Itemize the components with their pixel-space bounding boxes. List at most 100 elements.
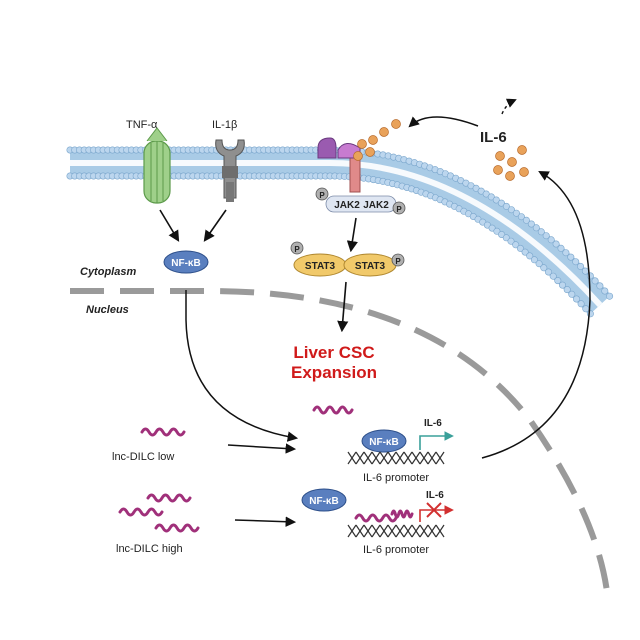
lipid-head bbox=[568, 290, 576, 298]
lipid-head bbox=[549, 272, 557, 280]
lipid-head bbox=[498, 231, 506, 239]
lnc-high-label: lnc-DILC high bbox=[116, 543, 183, 555]
dna-strand bbox=[435, 524, 445, 538]
dna-strand bbox=[363, 524, 373, 538]
transcription-arrow-active bbox=[419, 431, 454, 450]
membrane-heads-inner bbox=[66, 172, 594, 318]
lnc-low-label: lnc-DILC low bbox=[112, 451, 174, 463]
lipid-head bbox=[586, 272, 594, 280]
il6-gene-label-active: IL-6 bbox=[424, 418, 442, 429]
dna-strand bbox=[355, 524, 365, 538]
lipid-head bbox=[502, 234, 510, 242]
jak2-label-2: JAK2 bbox=[363, 200, 389, 211]
lipid-head bbox=[526, 252, 534, 260]
stat-to-outcome-arrow bbox=[337, 281, 349, 333]
lipid-head bbox=[537, 228, 545, 236]
promoter-label-active: IL-6 promoter bbox=[363, 472, 429, 484]
il6-particle bbox=[505, 171, 515, 181]
lipid-head bbox=[522, 216, 530, 224]
il1-receptor bbox=[215, 139, 245, 202]
jak-phospho-left bbox=[315, 187, 329, 201]
dna-strand bbox=[347, 524, 357, 538]
stat3-label-2: STAT3 bbox=[355, 261, 386, 272]
promoter-label-repressed: IL-6 promoter bbox=[363, 544, 429, 556]
lipid-head bbox=[577, 300, 585, 308]
lipid-head bbox=[547, 236, 555, 244]
lnc-dilc-low-rna bbox=[140, 427, 186, 437]
lipid-head bbox=[512, 241, 520, 249]
lipid-head bbox=[532, 224, 540, 232]
dna-strand bbox=[387, 451, 397, 465]
dna-strand bbox=[419, 451, 429, 465]
dna-strand bbox=[347, 451, 357, 465]
nucleus-label: Nucleus bbox=[86, 304, 129, 316]
lipid-head bbox=[586, 310, 594, 318]
il6-particle bbox=[368, 135, 378, 145]
dna-strand bbox=[379, 451, 389, 465]
lnc-rna-strand bbox=[354, 513, 398, 523]
il6-free-dots bbox=[368, 119, 529, 181]
dna-strand bbox=[435, 451, 445, 465]
jak-p-left-label: P bbox=[319, 191, 325, 200]
nfkb-blocked-label: NF-κB bbox=[309, 496, 338, 507]
lipid-head bbox=[558, 281, 566, 289]
il6-particle bbox=[353, 151, 363, 161]
lipid-head bbox=[552, 240, 560, 248]
dna-strand bbox=[411, 524, 421, 538]
dna-strand bbox=[427, 451, 437, 465]
il6-feedback-arrow bbox=[481, 170, 591, 459]
stat-p-left-label: P bbox=[294, 245, 300, 254]
block-cross bbox=[426, 502, 442, 518]
il6-particle bbox=[519, 167, 529, 177]
nfkb-promoter-label: NF-κB bbox=[369, 437, 398, 448]
nfkb-cytoplasm bbox=[163, 250, 209, 274]
il1-beta-label: IL-1β bbox=[212, 119, 237, 131]
lnc-rna-strand bbox=[312, 405, 354, 415]
il6-particle bbox=[379, 127, 389, 137]
nfkb-blocked bbox=[301, 488, 347, 512]
lipid-head bbox=[492, 196, 500, 204]
lipid-head bbox=[554, 277, 562, 285]
transcription-arrow-blocked bbox=[419, 505, 454, 522]
il6-export-arrow bbox=[501, 98, 517, 115]
il6-receptor bbox=[317, 137, 361, 193]
lnc-dilc-high-rna bbox=[118, 493, 200, 533]
dna-strand bbox=[419, 524, 429, 538]
il1-to-nfkb-arrow bbox=[203, 209, 227, 242]
stat-p-right-label: P bbox=[395, 257, 401, 266]
outcome-line-2: Expansion bbox=[291, 363, 377, 382]
lipid-head bbox=[488, 224, 496, 232]
lipid-head bbox=[527, 220, 535, 228]
lipid-head bbox=[487, 193, 495, 201]
lnc-high-bound-rna bbox=[354, 509, 414, 523]
tnf-alpha-label: TNF-α bbox=[126, 119, 158, 131]
il6-promoter-dna-repressed bbox=[347, 524, 445, 538]
nfkb-translocation-arrow bbox=[185, 290, 299, 442]
il6-particle bbox=[357, 139, 367, 149]
lnc-high-arrow bbox=[234, 516, 297, 527]
lipid-head bbox=[606, 292, 614, 300]
il6-particle bbox=[495, 151, 505, 161]
dna-strand bbox=[411, 451, 421, 465]
dna-strand bbox=[371, 524, 381, 538]
stat3-label-1: STAT3 bbox=[305, 261, 336, 272]
stat-phospho-right bbox=[391, 253, 405, 267]
lipid-head bbox=[562, 249, 570, 257]
il6-bound-dots bbox=[353, 139, 375, 161]
nfkb-on-promoter bbox=[361, 429, 407, 453]
lipid-head bbox=[516, 244, 524, 252]
lipid-head bbox=[521, 248, 529, 256]
il6-particle bbox=[365, 147, 375, 157]
lipid-head bbox=[572, 258, 580, 266]
lipid-head bbox=[540, 264, 548, 272]
lipid-head bbox=[512, 209, 520, 217]
lipid-head bbox=[567, 253, 575, 261]
lipid-head bbox=[507, 206, 515, 214]
il6-gene-label-blocked: IL-6 bbox=[426, 490, 444, 501]
lipid-head bbox=[563, 286, 571, 294]
dna-strand bbox=[403, 451, 413, 465]
il6-particle bbox=[391, 119, 401, 129]
dna-strand bbox=[395, 524, 405, 538]
